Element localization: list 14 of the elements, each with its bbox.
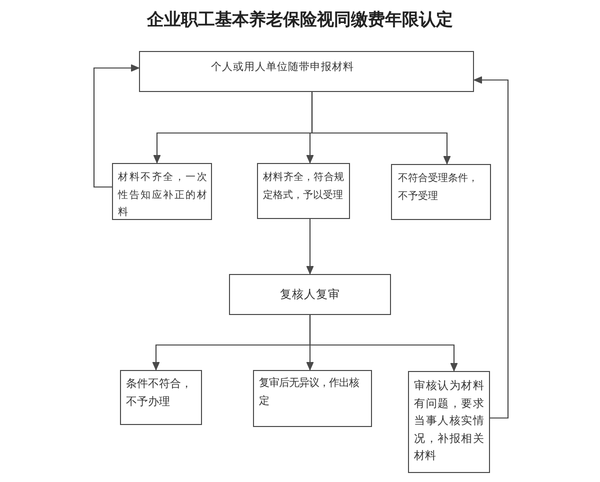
process-box: 审核认为材料有问题，要求当事人核实情况，补报相关材料 <box>408 371 490 473</box>
arrow <box>306 219 314 274</box>
process-box: 不符合受理条件，不予受理 <box>391 164 491 220</box>
arrow <box>311 92 451 164</box>
process-box: 复核人复审 <box>229 274 391 315</box>
process-box: 条件不符合，不予办理 <box>120 370 202 425</box>
arrow <box>474 76 509 419</box>
process-box: 材料齐全，符合规定格式，予以受理 <box>257 163 350 219</box>
arrow <box>93 64 140 188</box>
process-box: 个人或用人单位随带申报材料 <box>139 51 474 92</box>
title: 企业职工基本养老保险视同缴费年限认定 <box>147 9 453 31</box>
arrow <box>309 315 458 372</box>
process-box: 复审后无异议，作出核定 <box>253 370 372 427</box>
process-box: 材料不齐全，一次性告知应补正的材料 <box>112 163 212 220</box>
